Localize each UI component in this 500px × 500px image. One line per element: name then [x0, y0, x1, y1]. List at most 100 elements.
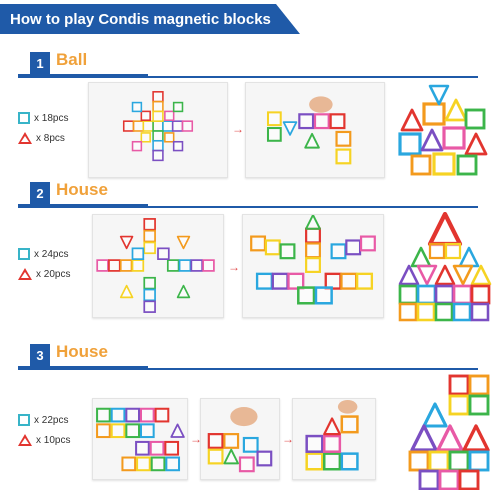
square-tile: [152, 100, 164, 113]
square-tile: [448, 450, 470, 472]
section-1-label: Ball: [56, 50, 88, 69]
flat-house-layout-image: [250, 215, 376, 305]
square-tile: [139, 407, 155, 423]
square-tile: [172, 101, 184, 113]
triangle-tile-icon: [18, 268, 32, 280]
legend-row-square: x 24pcs: [18, 244, 70, 264]
triangle-tile: [282, 121, 298, 136]
square-tile: [256, 450, 273, 467]
section-3-header: 3 House: [18, 342, 478, 370]
arrow-right-icon: →: [282, 432, 294, 446]
triangle-tile: [305, 215, 321, 230]
legend-row-triangle: x 10pcs: [18, 430, 70, 450]
square-tile: [238, 456, 255, 473]
section-2-rule: [18, 204, 478, 208]
square-tile: [143, 241, 156, 255]
square-tile: [266, 127, 282, 142]
square-tile: [442, 126, 466, 150]
triangle-tile: [422, 402, 448, 428]
section-1-step-1-photo: [88, 82, 228, 178]
square-tile: [255, 272, 273, 290]
square-tile: [355, 272, 374, 290]
square-tile: [131, 247, 145, 260]
square-tile: [172, 140, 184, 152]
square-tile: [279, 243, 296, 260]
square-tile: [287, 272, 305, 290]
square-tile: [298, 113, 315, 130]
section-1-step-2-photo: [245, 82, 385, 178]
square-tile: [398, 284, 419, 305]
hand-image: [230, 407, 258, 427]
square-tile: [157, 247, 170, 260]
square-tile: [305, 257, 321, 273]
triangle-tile: [462, 424, 490, 452]
square-tile: [125, 423, 141, 439]
legend-row-triangle: x 20pcs: [18, 264, 70, 284]
arrow-right-icon: →: [228, 260, 240, 274]
square-tile: [448, 394, 470, 416]
square-tile: [154, 407, 170, 423]
square-tile: [340, 452, 359, 471]
square-tile: [119, 259, 133, 272]
square-tile: [264, 239, 281, 256]
section-2-step-2-photo: [242, 214, 384, 318]
square-tile: [438, 469, 460, 490]
square-tile: [125, 407, 141, 423]
square-tile: [345, 239, 362, 256]
square-tile: [152, 149, 164, 162]
square-tile: [305, 227, 321, 244]
triangle-tile: [464, 132, 488, 156]
square-tile: [108, 259, 121, 272]
arrow-right-icon: →: [190, 432, 202, 446]
section-2-header: 2 House: [18, 180, 478, 208]
triangle-tile-icon: [18, 434, 32, 446]
square-tile: [152, 110, 164, 122]
square-tile: [398, 132, 422, 156]
triangle-tile: [170, 423, 185, 438]
square-tile: [171, 120, 184, 132]
square-tile: [470, 284, 491, 305]
square-tile: [164, 110, 175, 121]
square-tile: [322, 434, 342, 453]
square-tile: [132, 120, 145, 132]
section-3-step-2-photo: [200, 398, 280, 480]
square-tile: [96, 259, 109, 272]
square-tile: [434, 302, 454, 322]
triangle-tile: [176, 235, 191, 250]
square-tile: [96, 407, 111, 423]
square-tile: [162, 120, 174, 132]
square-tile: [135, 440, 150, 456]
square-tile: [452, 302, 472, 322]
square-tile: [266, 111, 282, 127]
triangle-tile: [410, 246, 432, 268]
square-tile: [190, 259, 203, 272]
square-tile: [398, 302, 418, 322]
square-tile: [418, 469, 440, 490]
section-2-step-1-photo: [92, 214, 224, 318]
square-tile: [432, 152, 456, 176]
legend-triangle-count: x 10pcs: [36, 434, 71, 446]
triangle-tile: [398, 264, 420, 286]
square-tile: [422, 102, 446, 126]
section-2-house-result: [398, 212, 493, 322]
square-tile: [143, 276, 156, 290]
square-tile: [416, 302, 436, 322]
square-tile: [139, 423, 155, 439]
triangle-tile: [410, 424, 438, 452]
square-tile: [164, 132, 175, 143]
flat-strip-layout-image: [96, 407, 185, 472]
square-tile: [143, 229, 156, 243]
legend-row-triangle: x 8pcs: [18, 128, 68, 148]
square-tile: [330, 243, 347, 260]
triangle-tile: [428, 84, 450, 106]
square-tile: [142, 120, 154, 132]
square-tile: [410, 154, 432, 176]
triangle-tile: [427, 212, 463, 247]
square-tile: [110, 407, 126, 423]
legend-triangle-count: x 8pcs: [36, 132, 65, 144]
folding-tiles-image: [266, 96, 352, 165]
arrow-right-icon: →: [232, 122, 244, 136]
square-tile: [136, 456, 151, 472]
square-tile: [322, 452, 342, 471]
square-tile: [305, 452, 324, 471]
